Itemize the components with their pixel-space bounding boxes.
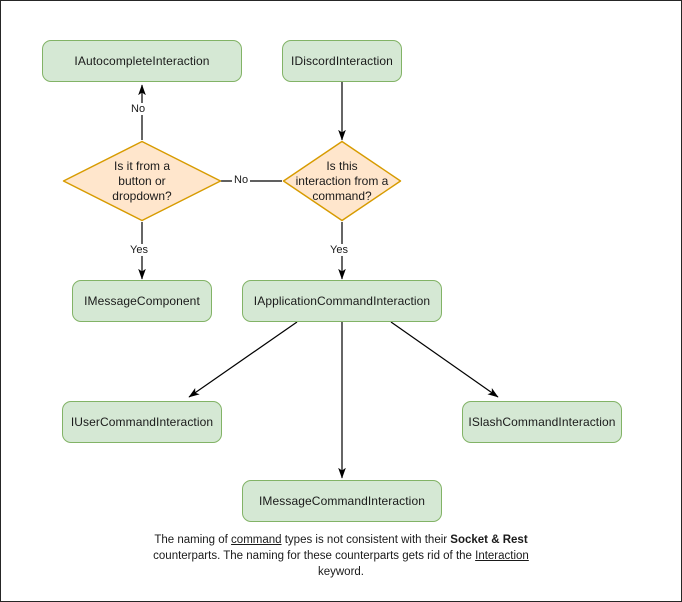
caption-text-3: counterparts. The naming for these count… <box>153 550 476 562</box>
node-label: IAutocompleteInteraction <box>74 54 210 68</box>
diagram-caption: The naming of command types is not consi… <box>141 532 541 580</box>
node-label: IUserCommandInteraction <box>70 415 214 429</box>
node-idiscordinteraction[interactable]: IDiscordInteraction <box>282 40 402 82</box>
node-imessagecommandinteraction[interactable]: IMessageCommandInteraction <box>242 480 442 522</box>
node-label: IMessageComponent <box>84 294 200 308</box>
node-iapplicationcommandinteraction[interactable]: IApplicationCommandInteraction <box>242 280 442 322</box>
node-label: Is it from a button or dropdown? <box>112 158 172 203</box>
node-islashcommandinteraction[interactable]: ISlashCommandInteraction <box>462 401 622 443</box>
edge-appcommand-to-slashcommand <box>390 321 499 398</box>
edge-label-no-left: No <box>232 174 251 186</box>
node-label: IDiscordInteraction <box>291 54 393 68</box>
edge-label-no-up: No <box>129 103 148 115</box>
caption-bold-socket: Socket <box>450 534 489 546</box>
node-iautocompleteinteraction[interactable]: IAutocompleteInteraction <box>42 40 242 82</box>
caption-amp: & <box>488 534 503 546</box>
caption-underline-interaction: Interaction <box>475 550 529 562</box>
edge-appcommand-to-usercommand <box>188 321 298 398</box>
diamond-shape <box>282 140 402 222</box>
caption-text-1: The naming of <box>154 534 232 546</box>
caption-text-4: keyword. <box>317 566 365 578</box>
node-label: Is this interaction from a command? <box>295 158 389 203</box>
edge-label-yes-left: Yes <box>128 244 150 256</box>
node-label: IMessageCommandInteraction <box>258 494 425 508</box>
diamond-shape <box>62 140 222 222</box>
node-imessagecomponent[interactable]: IMessageComponent <box>72 280 212 322</box>
node-label: ISlashCommandInteraction <box>468 415 616 429</box>
caption-text-2: types is not consistent with their <box>281 534 451 546</box>
node-iusercommandinteraction[interactable]: IUserCommandInteraction <box>62 401 222 443</box>
node-decision-from-command[interactable]: Is this interaction from a command? <box>282 140 402 222</box>
edge-label-yes-right: Yes <box>328 244 350 256</box>
node-decision-button-or-dropdown[interactable]: Is it from a button or dropdown? <box>62 140 222 222</box>
caption-underline-command: command <box>231 534 282 546</box>
node-label: IApplicationCommandInteraction <box>253 294 431 308</box>
caption-bold-rest: Rest <box>502 534 528 546</box>
